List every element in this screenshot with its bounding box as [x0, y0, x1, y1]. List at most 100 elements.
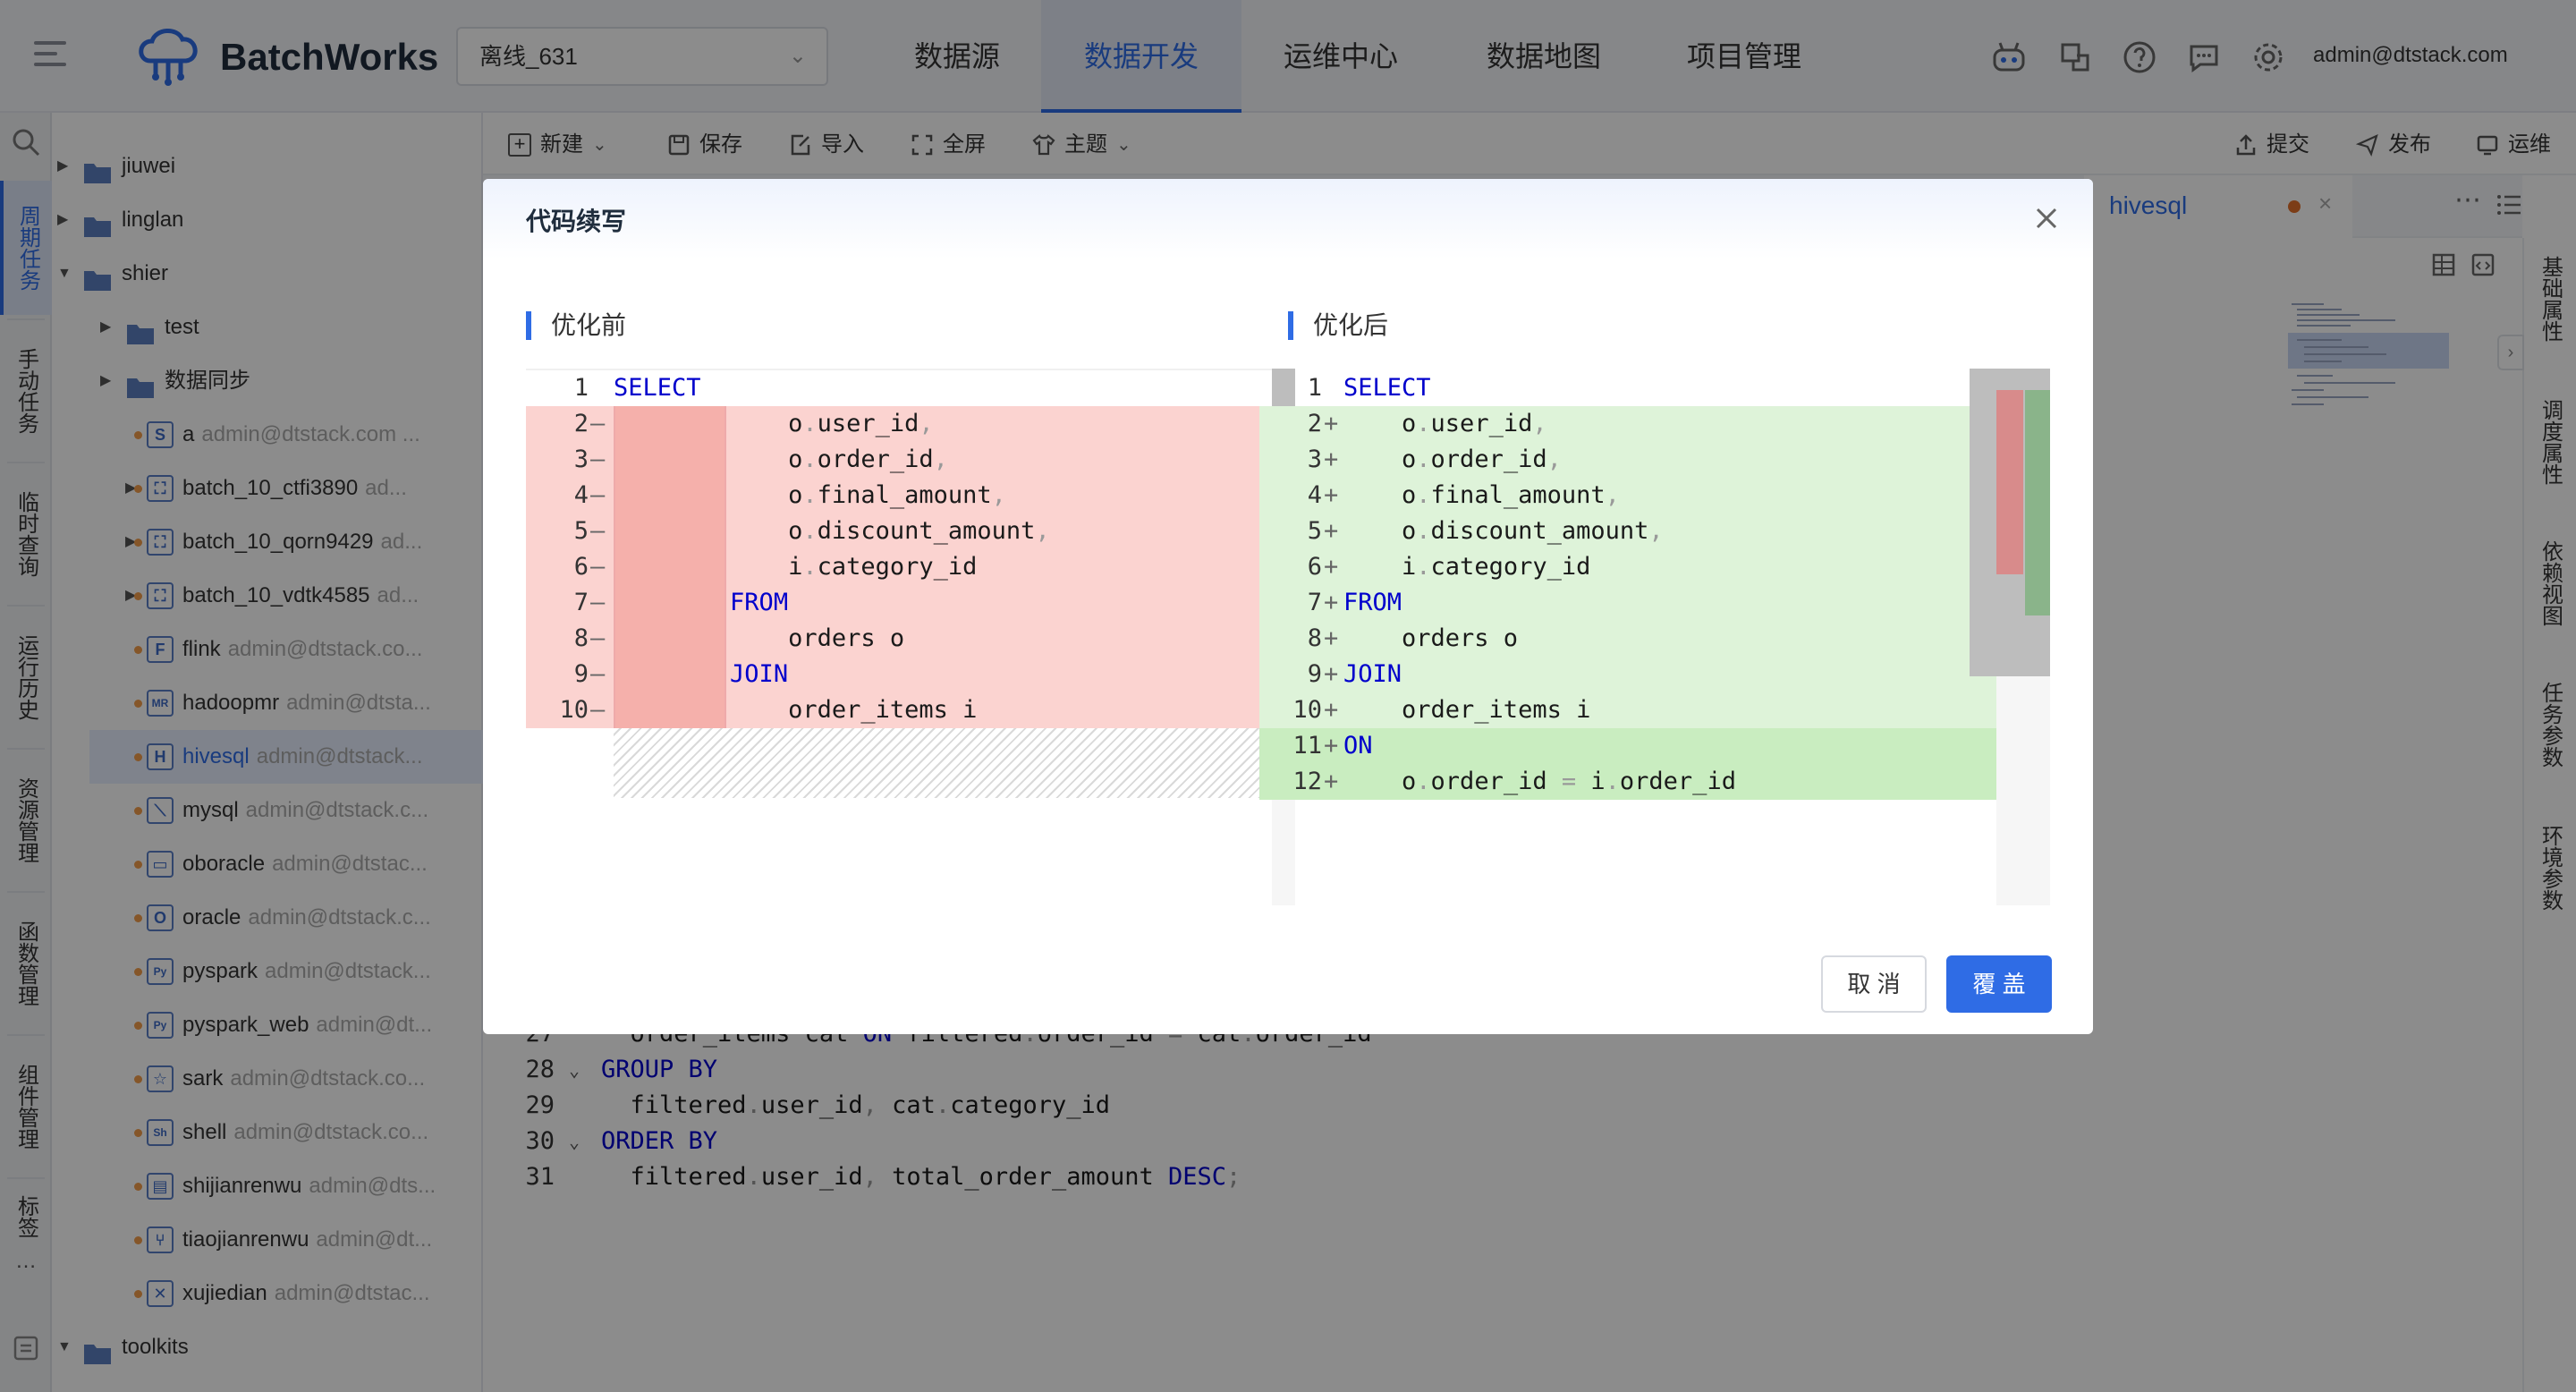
save-button[interactable]: 保存: [667, 129, 742, 161]
rail-manual-task[interactable]: 手动任务: [13, 348, 38, 434]
search-icon[interactable]: [11, 127, 41, 157]
nav-ops-center[interactable]: 运维中心: [1283, 40, 1398, 72]
rr-env-params[interactable]: 环境参数: [2538, 825, 2563, 911]
menu-icon[interactable]: [34, 41, 66, 66]
rr-basic-props[interactable]: 基础属性: [2538, 256, 2563, 342]
rail-function-mgmt[interactable]: 函数管理: [13, 921, 38, 1006]
expand-panel-icon[interactable]: ›: [2497, 335, 2524, 370]
diff-line: 4+ o.final_amount,: [1259, 478, 1996, 514]
publish-button[interactable]: 发布: [2356, 129, 2431, 161]
tree-row[interactable]: ▼shier: [52, 247, 472, 301]
after-pane-title: 优化后: [1288, 311, 1388, 340]
diff-line: 3+ o.order_id,: [1259, 442, 1996, 478]
code-token: SELECT: [614, 374, 701, 402]
project-select[interactable]: 离线_631 ⌄: [456, 27, 828, 86]
line-number: 8: [1307, 624, 1322, 652]
rail-resource-mgmt[interactable]: 资源管理: [13, 777, 38, 863]
fold-chevron-icon[interactable]: ⌄: [569, 1131, 580, 1152]
tree-row[interactable]: ▶linglan: [52, 193, 472, 247]
overwrite-button[interactable]: 覆 盖: [1946, 955, 2052, 1013]
nav-project-mgmt[interactable]: 项目管理: [1686, 40, 1801, 72]
tree-row[interactable]: ▶数据同步: [52, 354, 472, 408]
tab-hivesql[interactable]: hivesql ×: [2084, 175, 2352, 238]
code-token: .: [1416, 446, 1431, 473]
code-token: o: [1343, 481, 1417, 509]
diff-marker: +: [1324, 410, 1339, 437]
import-button[interactable]: 导入: [789, 129, 864, 161]
code-text: SELECT: [614, 370, 701, 406]
caret-right-icon[interactable]: ▶: [125, 480, 137, 496]
tree-row[interactable]: ▶test: [52, 301, 472, 354]
nav-datasource[interactable]: 数据源: [913, 40, 1000, 72]
caret-down-icon[interactable]: ▼: [57, 266, 72, 281]
close-icon[interactable]: [2032, 204, 2061, 233]
ops-button[interactable]: 运维: [2476, 129, 2551, 161]
help-icon[interactable]: [2122, 39, 2157, 75]
rail-component-mgmt[interactable]: 组件管理: [13, 1064, 38, 1150]
rr-task-params[interactable]: 任务参数: [2538, 682, 2563, 768]
caret-right-icon[interactable]: ▶: [125, 534, 137, 549]
caret-right-icon[interactable]: ▶: [100, 373, 112, 388]
caret-down-icon[interactable]: ▼: [57, 1339, 72, 1354]
status-dot: [134, 592, 142, 600]
code-icon[interactable]: [2470, 252, 2496, 277]
rail-temp-query[interactable]: 临时查询: [13, 491, 38, 577]
user-email[interactable]: admin@dtstack.com: [2313, 43, 2508, 67]
rail-periodic-task[interactable]: 周期任务: [0, 181, 52, 315]
table-icon[interactable]: [2431, 252, 2456, 277]
fold-chevron-icon[interactable]: ⌄: [569, 1059, 580, 1081]
more-icon[interactable]: ⋯: [2454, 185, 2481, 215]
code-minimap[interactable]: [2288, 295, 2449, 420]
code-token: final_amount: [1430, 481, 1606, 509]
caret-right-icon[interactable]: ▶: [100, 319, 112, 335]
code-token: JOIN: [1343, 660, 1402, 688]
gear-icon[interactable]: [2250, 39, 2286, 75]
close-tab-icon[interactable]: ×: [2318, 190, 2333, 216]
fullscreen-button[interactable]: 全屏: [911, 129, 986, 161]
rr-dependency-view[interactable]: 依赖视图: [2538, 540, 2563, 626]
rail-more[interactable]: …: [15, 1249, 37, 1273]
code-token: JOIN: [730, 660, 789, 688]
language-icon[interactable]: [2057, 39, 2093, 75]
diff-gutter: [614, 514, 726, 549]
message-icon[interactable]: [2186, 39, 2222, 75]
cancel-button[interactable]: 取 消: [1821, 955, 1927, 1013]
code-text: i.category_id: [614, 549, 977, 585]
tree-row[interactable]: ▶jiuwei: [52, 140, 472, 193]
submit-button[interactable]: 提交: [2234, 129, 2309, 161]
caret-right-icon[interactable]: ▶: [125, 588, 137, 603]
tree-row[interactable]: ▼toolkits: [52, 1320, 472, 1374]
robot-icon[interactable]: [1991, 39, 2027, 75]
rail-run-history[interactable]: 运行历史: [13, 634, 38, 720]
collapse-icon[interactable]: [13, 1335, 39, 1362]
list-icon[interactable]: [2496, 191, 2522, 218]
theme-button[interactable]: 主题⌄: [1032, 129, 1131, 161]
nav-data-dev[interactable]: 数据开发: [1041, 0, 1241, 113]
nav-data-map[interactable]: 数据地图: [1486, 40, 1601, 72]
caret-right-icon[interactable]: ▶: [57, 212, 69, 227]
code-text: o.order_id = i.order_id: [1343, 764, 1736, 800]
rr-schedule-props[interactable]: 调度属性: [2538, 399, 2563, 485]
new-button[interactable]: +新建⌄: [508, 129, 607, 161]
caret-right-icon[interactable]: ▶: [57, 158, 69, 174]
rail-tags[interactable]: 标签: [13, 1195, 38, 1238]
